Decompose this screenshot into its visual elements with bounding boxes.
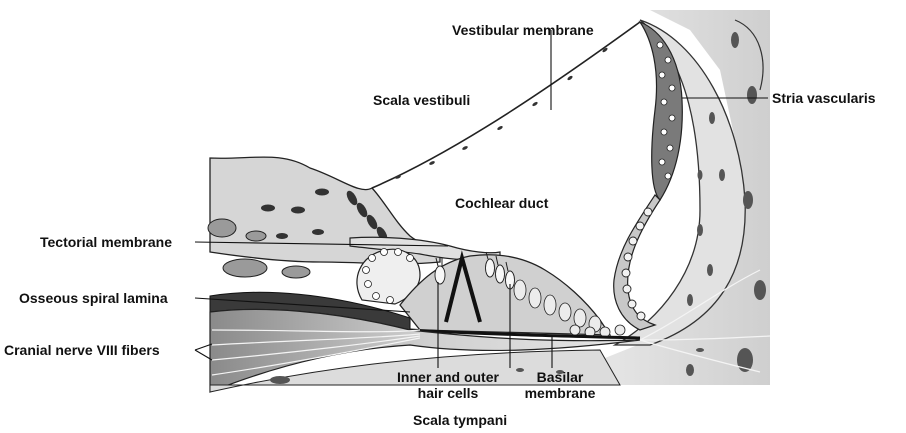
label-basilar-line2: membrane xyxy=(520,385,600,401)
label-hair-cells-line1: Inner and outer xyxy=(388,369,508,385)
label-basilar-line1: Basilar xyxy=(520,369,600,385)
label-stria-vascularis: Stria vascularis xyxy=(772,90,876,106)
label-cochlear-duct: Cochlear duct xyxy=(455,195,548,211)
label-tectorial-membrane: Tectorial membrane xyxy=(40,234,172,250)
label-vestibular-membrane: Vestibular membrane xyxy=(452,22,594,38)
label-hair-cells: Inner and outer hair cells xyxy=(388,369,508,401)
label-hair-cells-line2: hair cells xyxy=(388,385,508,401)
outer-sulcus-cells xyxy=(614,195,660,330)
label-basilar-membrane: Basilar membrane xyxy=(520,369,600,401)
label-scala-vestibuli: Scala vestibuli xyxy=(373,92,470,108)
label-cranial-nerve-fibers: Cranial nerve VIII fibers xyxy=(4,342,160,358)
label-osseous-spiral-lamina: Osseous spiral lamina xyxy=(19,290,168,306)
label-scala-tympani: Scala tympani xyxy=(413,412,507,428)
